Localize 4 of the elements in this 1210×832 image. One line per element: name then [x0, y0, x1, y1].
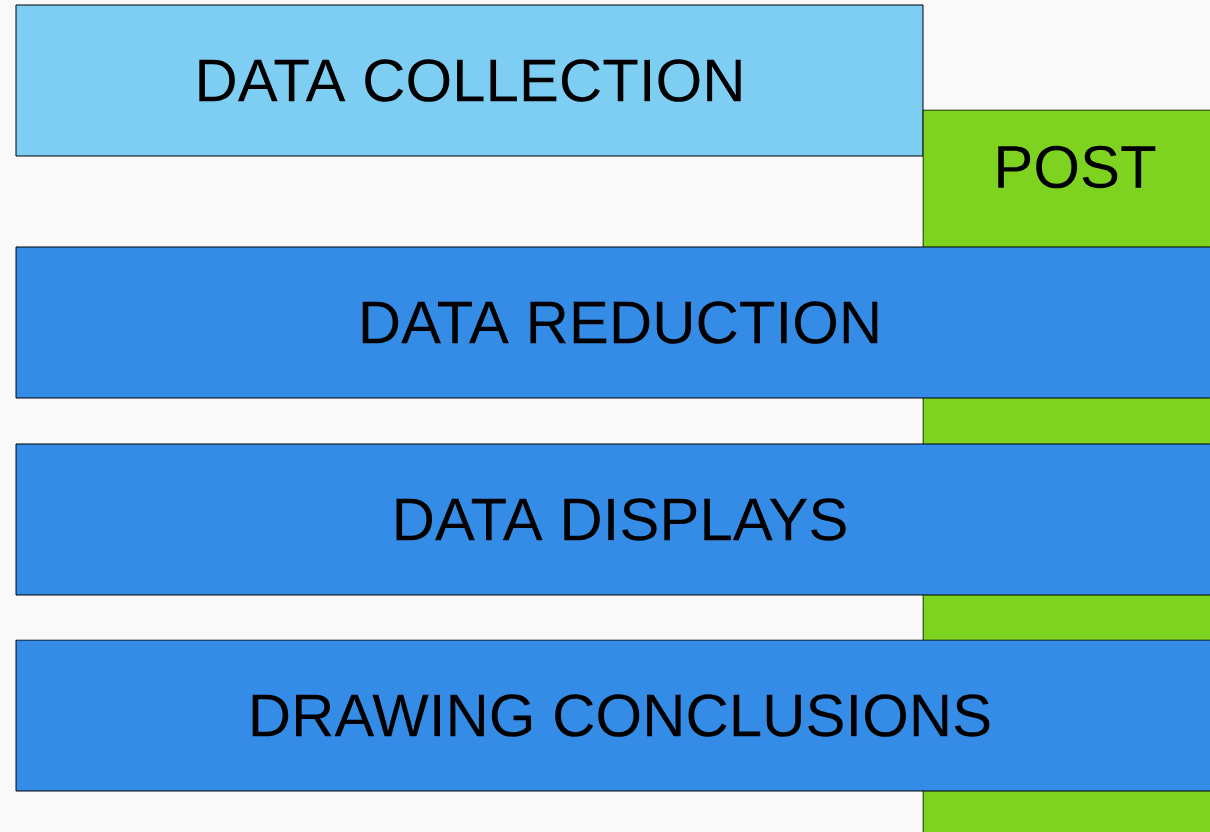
- stage-box: DATA DISPLAYS: [15, 443, 1210, 596]
- stage-box: DATA COLLECTION: [15, 4, 924, 157]
- stage-box: DRAWING CONCLUSIONS: [15, 639, 1210, 792]
- stage-box: DATA REDUCTION: [15, 246, 1210, 399]
